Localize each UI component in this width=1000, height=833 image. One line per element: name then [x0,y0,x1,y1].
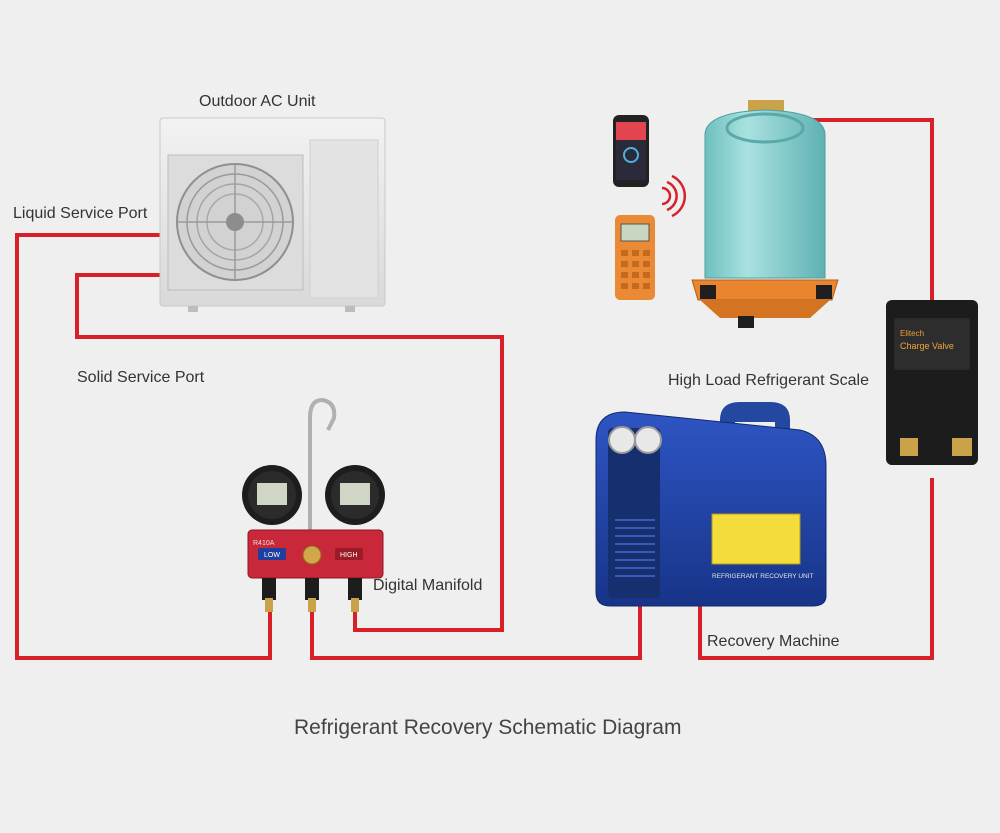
charge-valve: Elitech Charge Valve [886,300,978,465]
label-solid-service-port: Solid Service Port [77,369,205,386]
hose-recovery-to-charge-valve [698,478,934,660]
hose-charge-valve-to-tank [780,118,934,300]
smartphone-icon [613,115,649,187]
fan-icon [176,163,294,281]
digital-manifold: R410A LOW HIGH [242,397,385,612]
manifold-low-label: LOW [264,552,280,559]
diagram-caption: Refrigerant Recovery Schematic Diagram [294,716,681,739]
high-load-refrigerant-scale [691,279,839,328]
label-liquid-service-port: Liquid Service Port [13,205,148,222]
label-high-load-refrigerant-scale: High Load Refrigerant Scale [668,372,869,389]
manifold-gauge-high [325,465,385,525]
manifold-refrigerant-label: R410A [253,540,275,547]
hose-manifold-to-recovery [310,605,642,660]
hose-liquid-port-to-manifold-low [15,233,272,660]
manifold-gauge-low [242,465,302,525]
recovery-unit-label: REFRIGERANT RECOVERY UNIT [712,573,814,580]
manifold-hook [308,397,337,540]
hose-lines [15,118,934,660]
label-recovery-machine: Recovery Machine [707,633,840,650]
manifold-high-label: HIGH [340,552,358,559]
label-outdoor-ac-unit: Outdoor AC Unit [199,93,316,110]
recovery-machine: REFRIGERANT RECOVERY UNIT [595,402,827,607]
charge-valve-brand: Elitech [900,329,924,338]
handheld-meter-icon [615,215,655,300]
charge-valve-label: Charge Valve [900,341,954,351]
wireless-signal-icon [661,174,687,218]
outdoor-ac-unit [159,117,386,312]
hose-solid-port-to-manifold-high [75,273,504,632]
label-digital-manifold: Digital Manifold [373,577,482,594]
refrigerant-tank [704,100,826,279]
